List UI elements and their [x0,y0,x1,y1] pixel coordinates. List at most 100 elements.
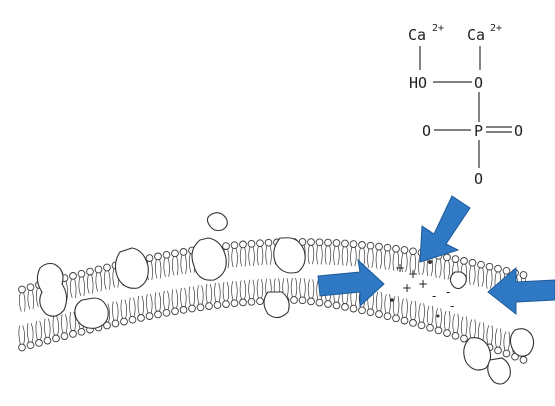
lipid-tail [423,303,424,322]
lipid-tail [65,314,67,333]
lipid-tail [253,247,254,266]
lipid-tail [232,281,233,300]
lipid-tail [48,319,50,338]
lipid-head [257,298,264,305]
ion-minus-3: - [450,299,454,313]
lipid-tail [223,282,224,301]
ion-plus-2: + [408,267,418,281]
lipid-head [197,304,204,311]
lipid-tail [236,248,237,267]
lipid-head [240,299,247,306]
lipid-tail [385,294,387,313]
lipid-tail [266,246,267,265]
lipid-head [172,250,179,257]
lipid-tail [164,258,166,277]
ion-minus-2: - [446,285,450,299]
lipid-head [393,245,400,252]
o-right-label: O [514,122,523,140]
lipid-tail [96,273,98,292]
lipid-tail [138,296,139,315]
lipid-tail [146,294,147,313]
lipid-tail [113,269,115,288]
lipid-head [410,320,417,327]
lipid-head [155,253,162,260]
lipid-tail [308,279,309,298]
lipid-tail [300,278,301,297]
lipid-tail [109,271,110,290]
lipid-head [291,297,298,304]
lipid-head [189,305,196,312]
lipid-tail [287,278,288,297]
lipid-tail [457,314,458,333]
lipid-tail [380,250,382,269]
lipid-tail [53,316,54,335]
lipid-tail [317,281,318,300]
ca-right-charge: 2+ [490,23,502,34]
ion-particles: + + + + - - - [390,260,454,318]
lipid-head [214,302,221,309]
ion-minus-1: - [432,289,436,303]
lipid-tail [245,247,246,266]
lipid-head [231,300,238,307]
lipid-tail [491,325,492,344]
lipid-tail [291,278,292,297]
lipid-head [452,332,459,339]
lipid-head [163,251,170,258]
lipid-tail [376,250,377,269]
membrane-proteins [37,213,533,384]
lipid-tail [70,279,72,298]
lipid-tail [57,316,59,335]
protein-channel-2 [75,298,108,328]
lipid-head [240,241,247,248]
lipid-tail [469,266,470,285]
protein-channel-4 [192,238,226,280]
lipid-tail [470,320,472,339]
lipid-head [393,315,400,322]
lipid-tail [228,249,229,268]
lipid-tail [210,284,212,303]
lipid-tail [486,270,487,289]
lipid-tail [240,247,241,266]
lipid-tail [142,296,144,315]
lipid-head [163,309,170,316]
lipid-head [384,244,391,251]
lipid-head [503,350,510,357]
lipid-tail [257,279,258,298]
lipid-tail [240,280,241,299]
lipid-head [36,340,43,347]
lipid-tail [346,247,347,266]
lipid-tail [133,298,135,317]
lipid-head [376,311,383,318]
lipid-head [376,243,383,250]
lipid-head [146,313,153,320]
lipid-tail [317,245,318,264]
lipid-head [350,305,357,312]
lipid-tail [398,296,399,315]
lipid-head [146,255,153,262]
particle-2 [390,298,394,302]
lipid-tail [490,270,492,289]
lipid-head [112,320,119,327]
lipid-tail [155,259,157,278]
lipid-tail [202,285,204,304]
lipid-head [520,272,527,279]
lipid-head [333,302,340,309]
lipid-head [316,299,323,306]
lipid-tail [227,282,229,301]
lipid-tail [215,283,216,302]
lipid-head [444,330,451,337]
lipid-head [418,322,425,329]
lipid-tail [150,294,152,313]
lipid-tail [448,260,450,279]
lipid-head [248,240,255,247]
o-bottom-label: O [474,170,483,188]
lipid-tail [185,255,186,274]
lipid-head [495,265,502,272]
lipid-tail [232,248,233,267]
lipid-head [223,301,230,308]
lipid-head [325,239,332,246]
lipid-tail [321,245,322,264]
lipid-head [78,328,85,335]
lipid-tail [261,279,262,298]
